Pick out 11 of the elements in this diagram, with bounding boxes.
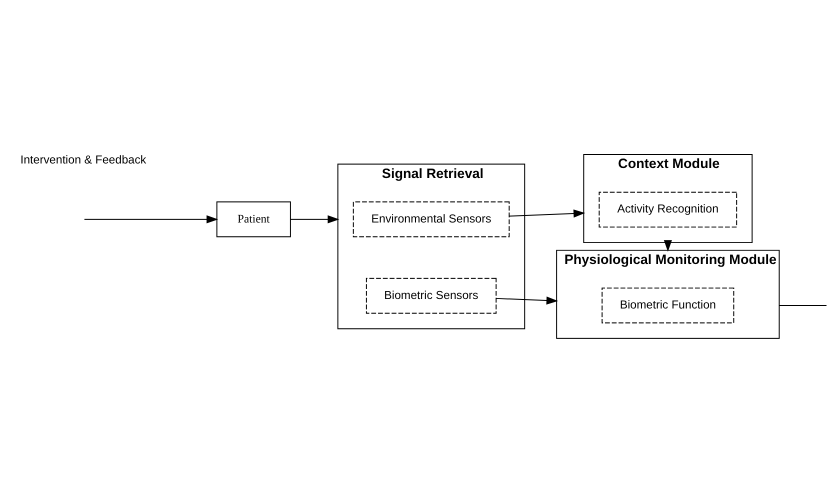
- label: Intervention & Feedback: [20, 153, 146, 166]
- node-box: Patient: [216, 201, 291, 238]
- node-box: Biometric Sensors: [366, 278, 497, 314]
- connector: [778, 305, 827, 306]
- node-box: Biometric Function: [602, 288, 734, 324]
- arrow: [84, 215, 218, 224]
- arrow: [290, 215, 340, 224]
- node-box: Activity Recognition: [598, 192, 738, 228]
- arrow: [508, 209, 586, 218]
- node-box: Environmental Sensors: [352, 201, 510, 238]
- arrow: [496, 296, 558, 305]
